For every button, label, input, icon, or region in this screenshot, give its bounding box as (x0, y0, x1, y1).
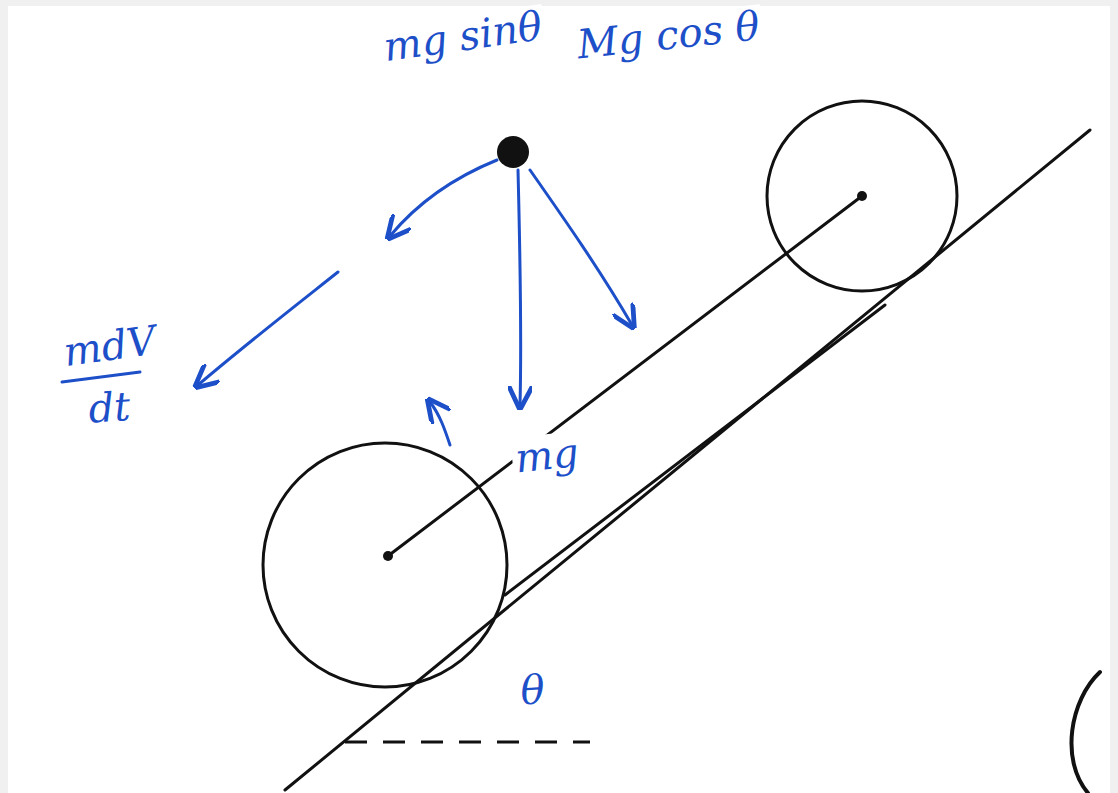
force-label: dt (84, 385, 135, 430)
sheet (8, 6, 1110, 793)
weight-arrow (518, 170, 521, 405)
cart-axle (388, 196, 862, 556)
horizontal-reference (345, 741, 590, 744)
incline-surface (285, 130, 1090, 790)
pen-stroke (1071, 672, 1100, 793)
small-arrow (430, 402, 450, 445)
force-label: mg (510, 431, 584, 480)
front-wheel (767, 101, 957, 291)
normal-component-arrow (530, 170, 632, 325)
parallel-component-arrow (390, 160, 497, 236)
axle-dot (383, 551, 393, 561)
acceleration-arrow (198, 272, 338, 385)
cart-underside (505, 305, 885, 595)
mass-point (497, 136, 529, 168)
angle-label: θ (516, 668, 549, 712)
fraction-bar (62, 372, 140, 382)
axle-dot (857, 191, 867, 201)
rear-wheel (263, 443, 507, 687)
